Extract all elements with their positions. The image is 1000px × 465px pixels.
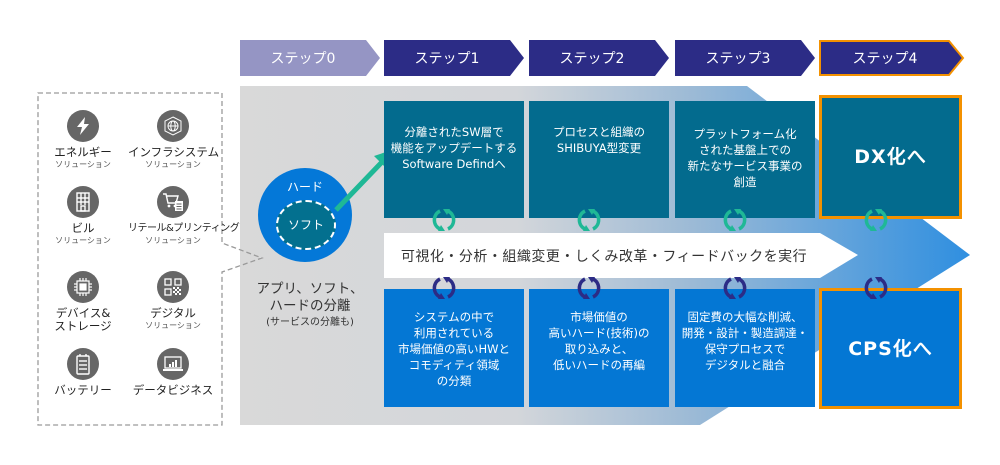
software-circle bbox=[276, 200, 336, 250]
cycle-icon-bottom bbox=[720, 275, 750, 301]
cycle-icon-bottom bbox=[861, 275, 891, 301]
solution-digital: デジタル ソリューション bbox=[128, 271, 218, 331]
cycle-icon-bottom bbox=[574, 275, 604, 301]
bottom-box-step1: システムの中で 利用されている 市場価値の高いHWと コモディティ領域 の分類 bbox=[384, 289, 524, 407]
laptop-chart-icon bbox=[157, 348, 189, 380]
step-2: ステップ2 bbox=[529, 40, 669, 76]
solution-data-business: データビジネス bbox=[128, 348, 218, 397]
step-4: ステップ4 bbox=[819, 40, 965, 76]
cycle-icon-top bbox=[574, 207, 604, 233]
bottom-box-step2: 市場価値の 高いハード(技術)の 取り込みと、 低いハードの再編 bbox=[529, 289, 669, 407]
solution-device-storage: デバイス& ストレージ bbox=[38, 271, 128, 333]
cps-goal-box: CPS化へ bbox=[819, 288, 962, 409]
hardware-label: ハード bbox=[286, 180, 323, 194]
feedback-band bbox=[384, 233, 858, 278]
cycle-icon-top bbox=[429, 207, 459, 233]
cycle-icon-top bbox=[861, 207, 891, 233]
separation-caption: アプリ、ソフト、 ハードの分離 (サービスの分離も) bbox=[256, 281, 364, 328]
top-box-step2: プロセスと組織の SHIBUYA型変更 bbox=[529, 101, 669, 218]
cycle-icon-top bbox=[720, 207, 750, 233]
bottom-box-step3: 固定費の大幅な削減、 開発・設計・製造調達・ 保守プロセスで デジタルと融合 bbox=[675, 289, 815, 407]
battery-icon bbox=[67, 348, 99, 380]
building-icon bbox=[67, 186, 99, 218]
solutions-callout-border bbox=[37, 92, 264, 426]
step-0: ステップ0 bbox=[240, 40, 380, 76]
step-3: ステップ3 bbox=[675, 40, 815, 76]
lightning-icon bbox=[67, 110, 99, 142]
top-box-step3: プラットフォーム化 された基盤上での 新たなサービス事業の 創造 bbox=[675, 101, 815, 218]
qr-code-icon bbox=[157, 271, 189, 303]
step-1: ステップ1 bbox=[384, 40, 524, 76]
network-globe-icon bbox=[157, 110, 189, 142]
solution-building: ビル ソリューション bbox=[38, 186, 128, 246]
solution-infrastructure: インフラシステム ソリューション bbox=[128, 110, 219, 170]
solution-retail-printing: リテール&プリンティング ソリューション bbox=[128, 186, 240, 246]
solution-energy: エネルギー ソリューション bbox=[38, 110, 128, 170]
software-label: ソフト bbox=[287, 218, 324, 232]
dx-goal-box: DX化へ bbox=[819, 95, 962, 219]
shopping-cart-icon bbox=[157, 186, 189, 218]
feedback-band-text: 可視化・分析・組織変更・しくみ改革・フィードバックを実行 bbox=[400, 248, 808, 265]
chip-icon bbox=[67, 271, 99, 303]
top-box-step1: 分離されたSW層で 機能をアップデートする Software Defindへ bbox=[384, 101, 524, 218]
cycle-icon-bottom bbox=[429, 275, 459, 301]
solution-battery: バッテリー bbox=[38, 348, 128, 397]
